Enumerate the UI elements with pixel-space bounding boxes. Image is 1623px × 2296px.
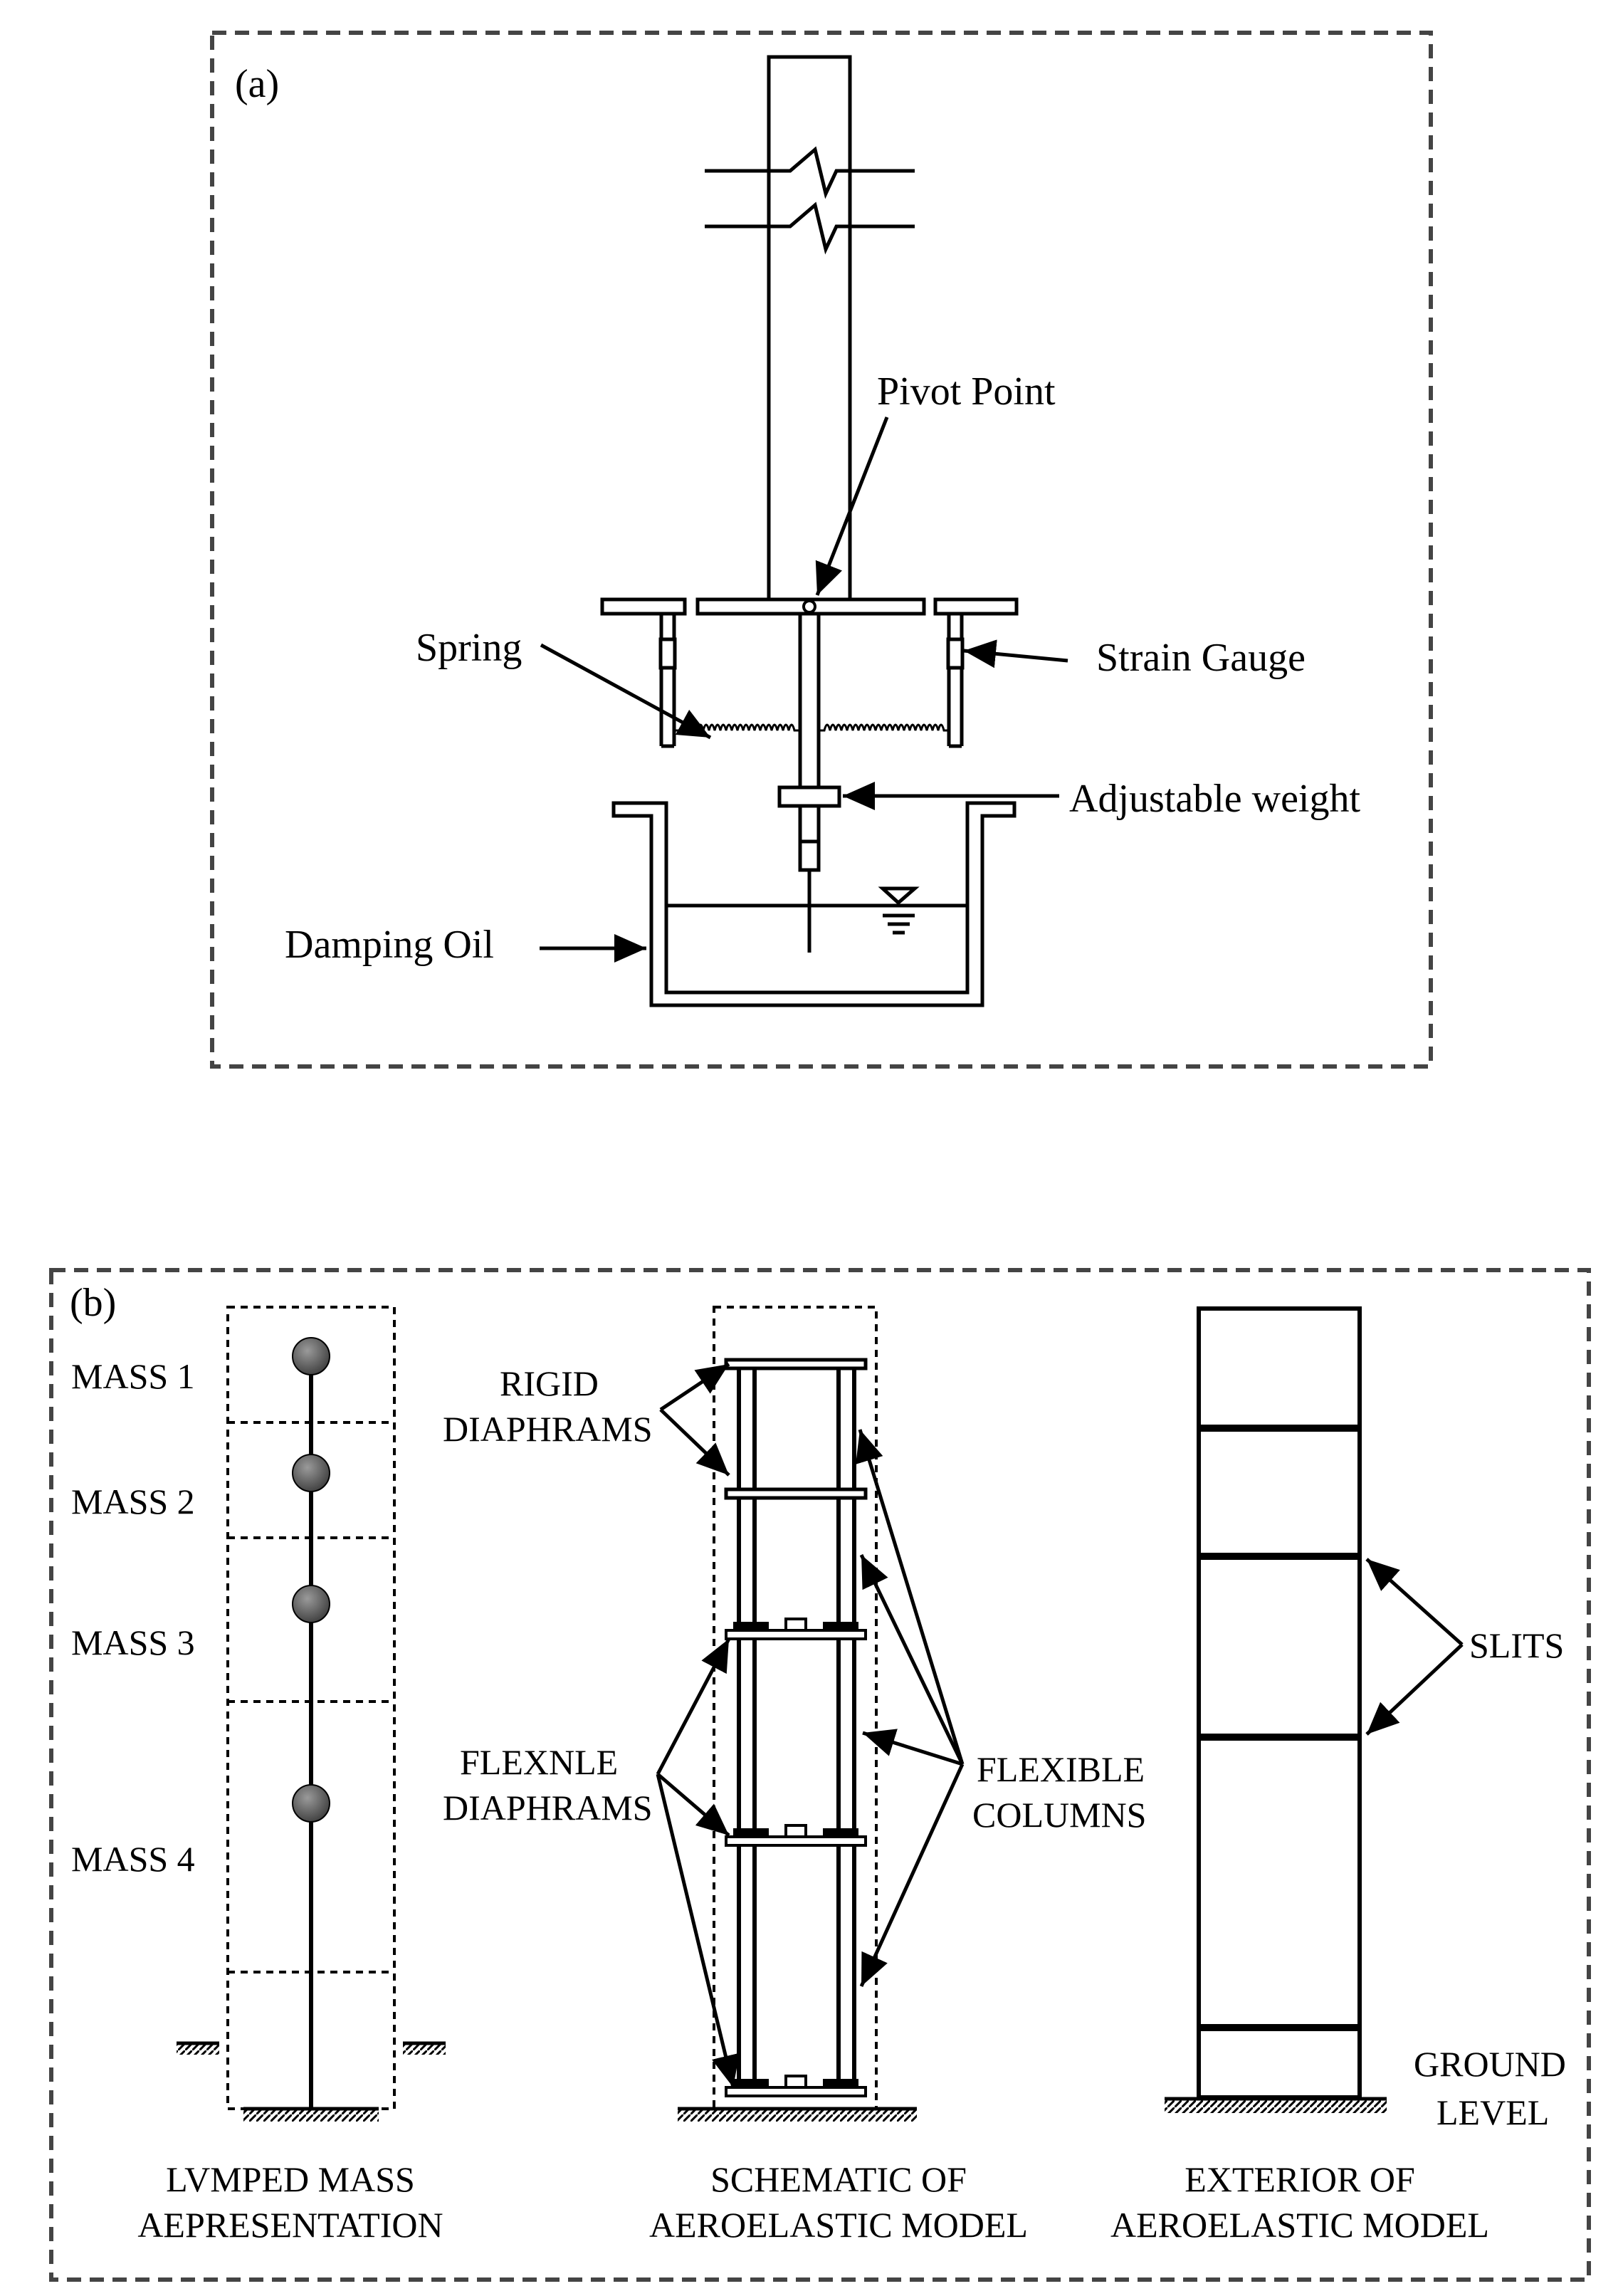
flexible-diaphragms (725, 1618, 867, 2097)
model-column (705, 55, 915, 602)
caption-schematic-1: SCHEMATIC OF (710, 2159, 967, 2199)
mass-1-label: MASS 1 (71, 1356, 195, 1396)
caption-lumped-2: AEPRESENTATION (137, 2205, 443, 2245)
mass-1-ball (292, 1337, 330, 1375)
mass-3-label: MASS 3 (71, 1623, 195, 1662)
caption-exterior-1: EXTERIOR OF (1185, 2159, 1415, 2199)
damping-oil-label: Damping Oil (285, 923, 494, 967)
panel-b-arrows (656, 1362, 1464, 2088)
panel-a-arrows (540, 416, 1068, 963)
mass-2-label: MASS 2 (71, 1482, 195, 1521)
panel-b: (b) MASS 1 MASS 2 MASS 3 MASS 4 (49, 1268, 1591, 2282)
panel-b-tag: (b) (70, 1281, 116, 1325)
panel-a-tag: (a) (235, 62, 279, 106)
mass-2-ball (292, 1454, 330, 1492)
lumped-mass-diagram (177, 1306, 446, 2122)
oil-tank (611, 801, 1017, 1007)
right-strain-gauge (946, 637, 965, 670)
exterior-model (1165, 1306, 1387, 2113)
rigid-label-1: RIGID (500, 1363, 599, 1403)
adjustable-weight-label: Adjustable weight (1069, 777, 1360, 821)
hanging-rod (777, 614, 841, 953)
ground-label-1: GROUND (1414, 2044, 1566, 2084)
schematic-model (678, 1306, 917, 2122)
strain-gauge-label: Strain Gauge (1096, 636, 1306, 680)
mass-4-label: MASS 4 (71, 1839, 195, 1879)
left-strain-gauge (658, 637, 677, 670)
panel-b-border (49, 1268, 1591, 2282)
rigid-label-2: DIAPHRAMS (443, 1409, 653, 1449)
flexible-label-2: COLUMNS (972, 1795, 1146, 1835)
ground-label-2: LEVEL (1436, 2092, 1549, 2132)
flexible-label-1: FLEXIBLE (977, 1749, 1145, 1789)
caption-schematic-2: AEROELASTIC MODEL (649, 2205, 1028, 2245)
mass-3-ball (292, 1585, 330, 1623)
pivot-point-marker (802, 599, 816, 614)
spring-label: Spring (416, 626, 522, 670)
rigid-diaphragm-1 (724, 1358, 868, 1370)
panel-a-border (210, 31, 1433, 1069)
flexnle-label-1: FLEXNLE (460, 1742, 618, 1782)
pivot-point-label: Pivot Point (877, 369, 1056, 414)
caption-lumped-1: LVMPED MASS (166, 2159, 415, 2199)
panel-a: (a) (210, 31, 1433, 1069)
springs (674, 723, 949, 732)
caption-exterior-2: AEROELASTIC MODEL (1110, 2205, 1489, 2245)
mass-4-ball (292, 1784, 330, 1823)
slits-label: SLITS (1469, 1625, 1564, 1665)
side-posts (658, 614, 965, 748)
rigid-diaphragm-2 (724, 1487, 868, 1500)
flexnle-label-2: DIAPHRAMS (443, 1788, 653, 1828)
